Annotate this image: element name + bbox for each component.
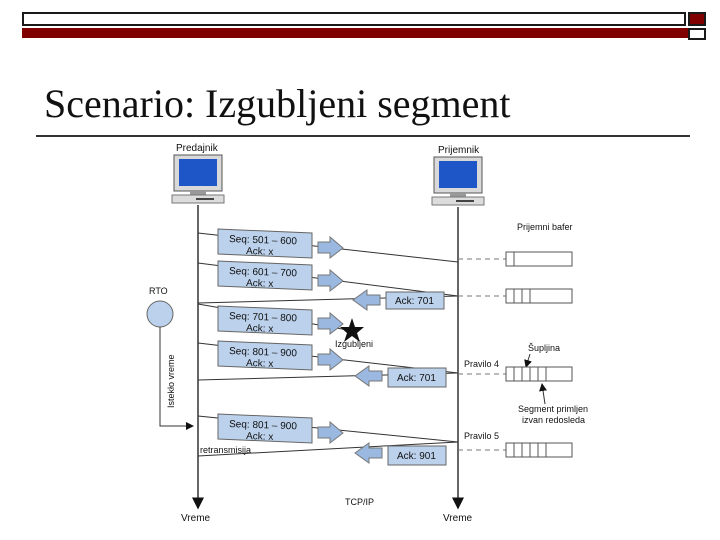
title-underline [36,135,690,137]
segment-seq: Seq: 701 – 800 [229,311,298,324]
rto-timer-circle [146,300,174,328]
ack-value: Ack: 701 [397,373,436,384]
segment-box: Seq: 501 – 600 Ack: x [217,228,313,259]
out-of-order-label-line2: izvan redosleda [522,415,585,425]
segment-ack: Ack: x [246,431,274,443]
buffer-state-1 [505,251,573,267]
ack-value: Ack: 701 [395,296,434,307]
segment-ack: Ack: x [246,323,274,335]
receiver-label: Prijemnik [438,145,480,156]
segment-seq: Seq: 501 – 600 [229,234,298,247]
ack-box: Ack: 701 [387,367,447,388]
lost-star-icon [340,318,364,342]
segment-seq: Seq: 601 – 700 [229,266,298,279]
sender-label: Predajnik [176,143,219,154]
top-decoration-bar [22,12,708,40]
rto-expiry-arrow [159,327,194,430]
lost-label: Izgubljeni [335,339,373,349]
time-label-receiver: Vreme [443,513,473,524]
buffer-state-4 [505,442,573,458]
slide-title: Scenario: Izgubljeni segment [44,81,511,126]
receiver-computer-icon [431,156,485,206]
ack-box: Ack: 901 [387,445,447,466]
segment-seq: Seq: 801 – 900 [229,346,298,359]
out-of-order-label-text: Segment primljen [518,404,588,414]
segment-box: Seq: 801 – 900 Ack: x [217,340,313,371]
segment-box: Seq: 601 – 700 Ack: x [217,260,313,291]
left-arrow-icon [352,289,381,311]
segment-box: Seq: 801 – 900 Ack: x [217,413,313,444]
out-of-order-label: Segment primljen izvan redosleda [518,404,591,425]
retransmit-label: retransmisija [200,445,251,455]
right-arrow-icon [317,420,344,445]
top-bar-outline [22,12,686,26]
right-arrow-icon [317,235,344,260]
segment-ack: Ack: x [246,278,274,290]
segment-seq: Seq: 801 – 900 [229,419,298,432]
time-label-sender: Vreme [181,513,211,524]
right-arrow-icon [317,347,344,372]
figure-background [144,138,600,540]
rto-label: RTO [149,286,168,296]
ack-line [197,441,459,457]
sender-computer-icon [171,154,225,204]
ack-box: Ack: 701 [385,291,445,310]
buffer-label: Prijemni bafer [517,222,573,232]
hole-pointer [524,353,532,368]
buffer-state-3 [505,366,573,382]
rule-4-label: Pravilo 4 [464,359,499,369]
right-arrow-icon [317,268,344,293]
out-of-order-pointer [539,383,547,405]
hole-label: Šupljina [528,343,560,353]
ack-value: Ack: 901 [397,451,436,462]
right-arrow-icon [317,311,344,336]
top-bar-fill [22,28,688,38]
rule-5-label: Pravilo 5 [464,431,499,441]
top-bar-square [688,12,706,26]
protocol-label: TCP/IP [345,497,374,507]
segment-ack: Ack: x [246,358,274,370]
top-bar-square-lower [688,28,706,40]
left-arrow-icon [354,442,383,464]
buffer-state-2 [505,288,573,304]
segment-ack: Ack: x [246,246,274,258]
left-arrow-icon [354,365,383,387]
timer-expired-label: Istekło vreme [166,354,176,408]
segment-box: Seq: 701 – 800 Ack: x [217,305,313,336]
